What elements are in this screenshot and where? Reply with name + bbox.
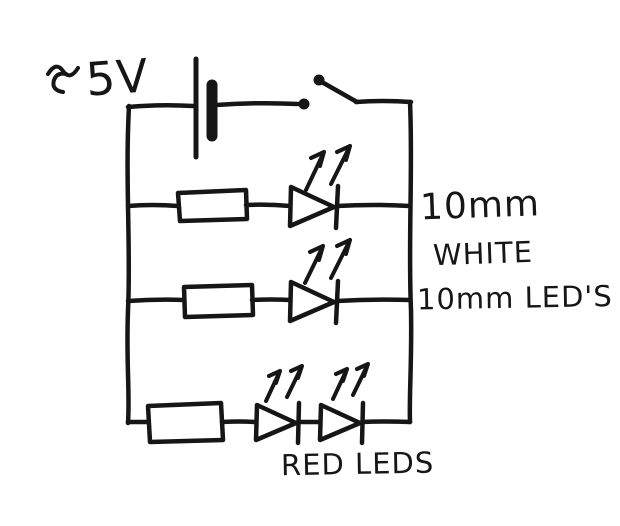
wire-branch1-left	[125, 202, 181, 209]
led-red-2-triangle	[317, 402, 363, 443]
led-white-2-triangle	[287, 279, 337, 324]
led-white-1-emission-arrows	[304, 144, 352, 192]
supply-voltage-label: 5V	[84, 48, 150, 106]
led-red-1-triangle	[253, 402, 299, 443]
wire-branch2-left	[125, 297, 187, 304]
resistor-3	[145, 400, 226, 445]
wire-branch2-right	[334, 297, 413, 304]
wire-branch3-right	[359, 419, 413, 425]
emission-arrow-icon	[303, 244, 325, 285]
switch-symbol	[298, 74, 360, 110]
switch-contact-dot-left	[298, 98, 310, 110]
emission-arrow-icon	[331, 367, 349, 401]
led-white-2-emission-arrows	[303, 238, 352, 285]
circuit-wires	[125, 98, 414, 426]
resistor-2	[181, 282, 256, 320]
top-branch-size-label: 10mm	[419, 183, 540, 228]
branch-red-leds	[125, 362, 413, 446]
white-leds-label-line1: WHITE	[432, 235, 533, 272]
right-annotations: 10mm WHITE 10mm LED'S	[417, 183, 613, 316]
wire-branch3-mid1	[219, 419, 259, 425]
wire-branch1-right	[334, 202, 413, 209]
supply-annotation: 5V	[46, 48, 151, 107]
wire-branch2-mid	[249, 297, 293, 303]
emission-arrow-icon	[329, 238, 352, 280]
emission-arrow-icon	[264, 369, 282, 403]
battery-symbol	[193, 56, 218, 160]
wire-switch-to-corner	[353, 98, 414, 105]
branch-white-led-2	[125, 238, 413, 326]
led-red-2-emission-arrows	[331, 362, 370, 401]
wire-top-left	[125, 102, 196, 110]
led-red-1-emission-arrows	[264, 364, 304, 403]
wire-right-vertical	[407, 99, 414, 425]
emission-arrow-icon	[329, 144, 352, 186]
emission-arrow-icon	[304, 150, 326, 192]
wire-battery-to-switch	[213, 100, 301, 108]
red-leds-label: RED LEDS	[281, 446, 435, 483]
emission-arrow-icon	[285, 364, 304, 399]
switch-lever	[317, 78, 360, 105]
wire-branch1-mid	[243, 202, 293, 209]
wire-left-vertical	[125, 103, 132, 426]
squiggle-hook-icon	[51, 71, 68, 94]
emission-arrow-icon	[351, 362, 370, 397]
led-white-1-triangle	[287, 184, 337, 229]
squiggle-icon	[46, 64, 80, 78]
branch-white-led-1	[125, 144, 413, 231]
resistor-1	[175, 187, 250, 224]
white-leds-label-line2: 10mm LED'S	[417, 279, 613, 316]
